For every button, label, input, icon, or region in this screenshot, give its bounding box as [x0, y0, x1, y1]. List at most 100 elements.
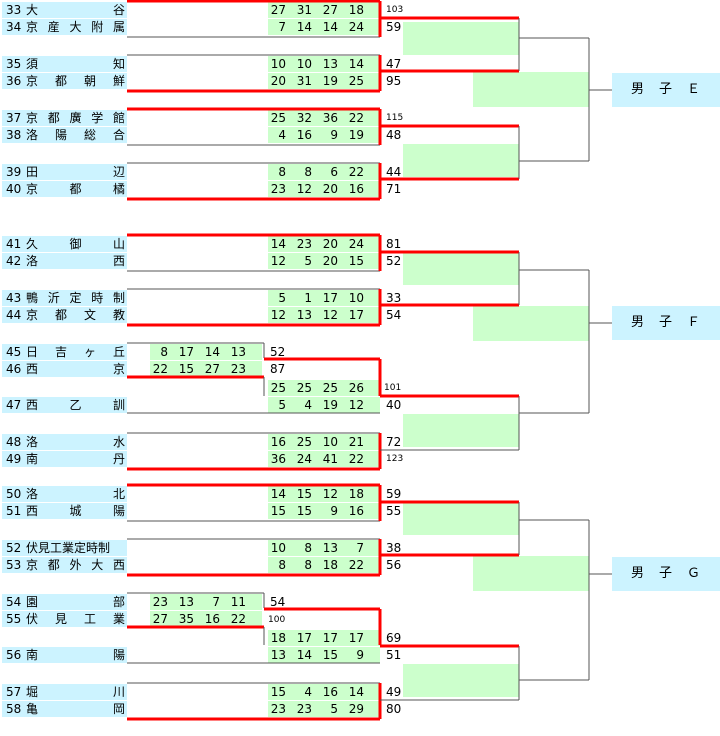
- quarter-score: 22: [348, 111, 364, 125]
- team-name-char: 大: [69, 20, 82, 34]
- team-name-char: 洛: [26, 487, 39, 501]
- quarter-score: 8: [278, 558, 286, 572]
- quarter-score: 5: [304, 254, 312, 268]
- team-name-char: 沂: [47, 291, 60, 305]
- quarter-score: 23: [270, 182, 286, 196]
- quarter-score: 6: [330, 165, 338, 179]
- quarter-score: 13: [230, 345, 246, 359]
- quarter-score: 20: [322, 254, 338, 268]
- team-number: 36: [6, 74, 22, 88]
- team-name-char: 都: [54, 308, 67, 322]
- team-name-char: 洛: [26, 435, 39, 449]
- quarter-score: 23: [296, 702, 312, 716]
- quarter-score: 27: [204, 362, 220, 376]
- team-number: 47: [6, 398, 22, 412]
- bracket-cell: [403, 252, 519, 285]
- team-name-char: 岡: [112, 702, 125, 716]
- team-name: 西乙訓: [26, 397, 125, 413]
- quarter-score: 8: [304, 541, 312, 555]
- bracket-cell: [403, 502, 519, 535]
- quarter-score: 15: [348, 254, 364, 268]
- team-name-char: 辺: [112, 165, 125, 179]
- team-name-char: 総: [83, 128, 96, 142]
- quarter-score: 16: [322, 685, 338, 699]
- team-name-char: 水: [112, 435, 125, 449]
- quarter-score: 15: [322, 648, 338, 662]
- team-name-char: 西: [26, 504, 39, 518]
- quarter-score: 13: [322, 57, 338, 71]
- team-number: 43: [6, 291, 22, 305]
- quarter-score: 31: [296, 74, 312, 88]
- quarter-score: 12: [322, 308, 338, 322]
- team-name-char: 都: [47, 558, 60, 572]
- team-name: 洛北: [26, 486, 125, 502]
- quarter-score: 21: [348, 435, 364, 449]
- quarter-score: 10: [296, 57, 312, 71]
- team-name-char: 亀: [26, 702, 39, 716]
- total-score: 54: [270, 595, 286, 609]
- total-score: 69: [386, 631, 402, 645]
- team-name-char: 京: [26, 20, 39, 34]
- quarter-score: 19: [348, 128, 364, 142]
- team-number: 39: [6, 165, 22, 179]
- quarter-score: 22: [348, 452, 364, 466]
- team-number: 46: [6, 362, 22, 376]
- team-name-char: 南: [26, 452, 39, 466]
- total-score: 80: [386, 702, 402, 716]
- total-score: 54: [386, 308, 402, 322]
- team-name-char: 南: [26, 648, 39, 662]
- team-name-char: 時: [91, 291, 104, 305]
- team-name-char: 京: [26, 308, 39, 322]
- quarter-score: 17: [296, 631, 312, 645]
- team-name-char: 制: [112, 291, 125, 305]
- team-name: 洛陽総合: [26, 127, 125, 143]
- quarter-score: 25: [322, 381, 338, 395]
- quarter-score: 36: [322, 111, 338, 125]
- team-name-char: 朝: [83, 74, 96, 88]
- team-number: 44: [6, 308, 22, 322]
- team-name: 京都外大西: [26, 557, 125, 573]
- quarter-score: 16: [348, 182, 364, 196]
- total-score: 59: [386, 20, 402, 34]
- team-name-char: 御: [69, 237, 82, 251]
- team-name-char: 京: [26, 111, 39, 125]
- quarter-score: 22: [348, 558, 364, 572]
- quarter-score: 25: [270, 381, 286, 395]
- team-name-char: ヶ: [83, 345, 96, 359]
- team-name-char: 京: [26, 558, 39, 572]
- quarter-score: 14: [322, 20, 338, 34]
- total-score: 100: [268, 615, 286, 625]
- team-number: 37: [6, 111, 22, 125]
- team-name-char: 丘: [112, 345, 125, 359]
- team-name-char: 鮮: [112, 74, 125, 88]
- quarter-score: 12: [322, 487, 338, 501]
- team-number: 53: [6, 558, 22, 572]
- quarter-score: 8: [278, 165, 286, 179]
- team-name-char: 洛: [26, 128, 39, 142]
- quarter-score: 13: [178, 595, 194, 609]
- quarter-score: 20: [322, 237, 338, 251]
- quarter-score: 16: [204, 612, 220, 626]
- quarter-score: 27: [322, 3, 338, 17]
- quarter-score: 23: [296, 237, 312, 251]
- team-name-char: 田: [26, 165, 39, 179]
- team-name-char: 合: [112, 128, 125, 142]
